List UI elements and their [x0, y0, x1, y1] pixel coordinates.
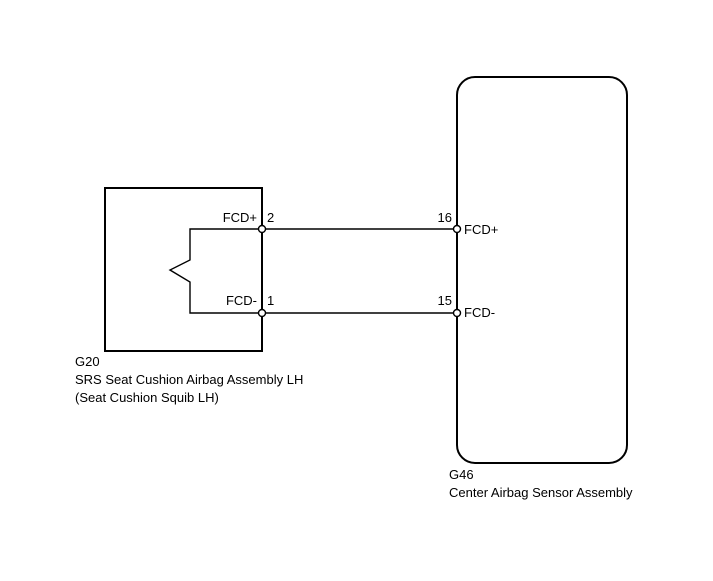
- g20-pin-fcd-minus-signal: FCD-: [226, 293, 257, 308]
- g20-name: SRS Seat Cushion Airbag Assembly LH: [75, 372, 303, 387]
- g46-pin-fcd-minus-number: 15: [438, 293, 452, 308]
- g46-code: G46: [449, 467, 474, 482]
- g46-pin-15: [452, 308, 462, 318]
- squib-symbol: [168, 228, 262, 314]
- seat-cushion-airbag-box: [104, 187, 263, 352]
- g20-pin-fcd-plus-number: 2: [267, 210, 274, 225]
- g20-code: G20: [75, 354, 100, 369]
- g20-pin-1: [257, 308, 267, 318]
- g46-name: Center Airbag Sensor Assembly: [449, 485, 633, 500]
- g46-pin-fcd-plus-number: 16: [438, 210, 452, 225]
- g20-subname: (Seat Cushion Squib LH): [75, 390, 219, 405]
- g20-pin-fcd-plus-signal: FCD+: [223, 210, 257, 225]
- center-airbag-sensor-box: [456, 76, 628, 464]
- g46-pin-16: [452, 224, 462, 234]
- g20-pin-fcd-minus-number: 1: [267, 293, 274, 308]
- g20-pin-2: [257, 224, 267, 234]
- g46-pin-fcd-plus-signal: FCD+: [464, 222, 498, 237]
- g46-pin-fcd-minus-signal: FCD-: [464, 305, 495, 320]
